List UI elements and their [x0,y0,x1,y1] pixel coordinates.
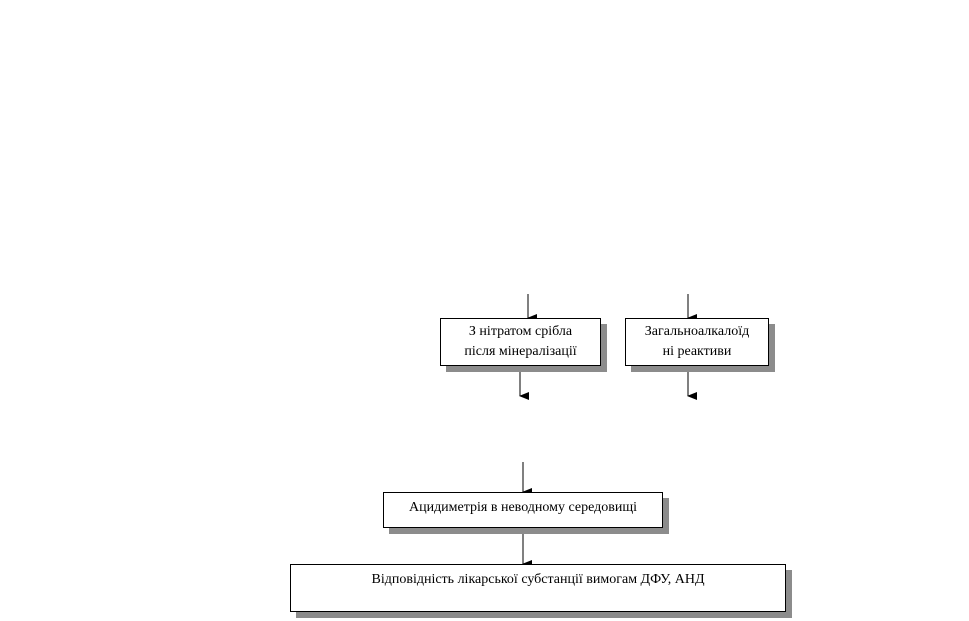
acidimetry-box: Ацидиметрія в неводному середовищі [383,492,663,528]
alkaloid-reagents-box: Загальноалкалоїд ні реактиви [625,318,769,366]
silver-nitrate-label: З нітратом срібла після мінералізації [464,324,577,359]
alkaloid-reagents-label: Загальноалкалоїд ні реактиви [644,324,750,359]
compliance-box: Відповідність лікарської субстанції вимо… [290,564,786,612]
acidimetry-label: Ацидиметрія в неводному середовищі [408,500,638,515]
compliance-label: Відповідність лікарської субстанції вимо… [371,572,705,587]
silver-nitrate-box: З нітратом срібла після мінералізації [440,318,601,366]
